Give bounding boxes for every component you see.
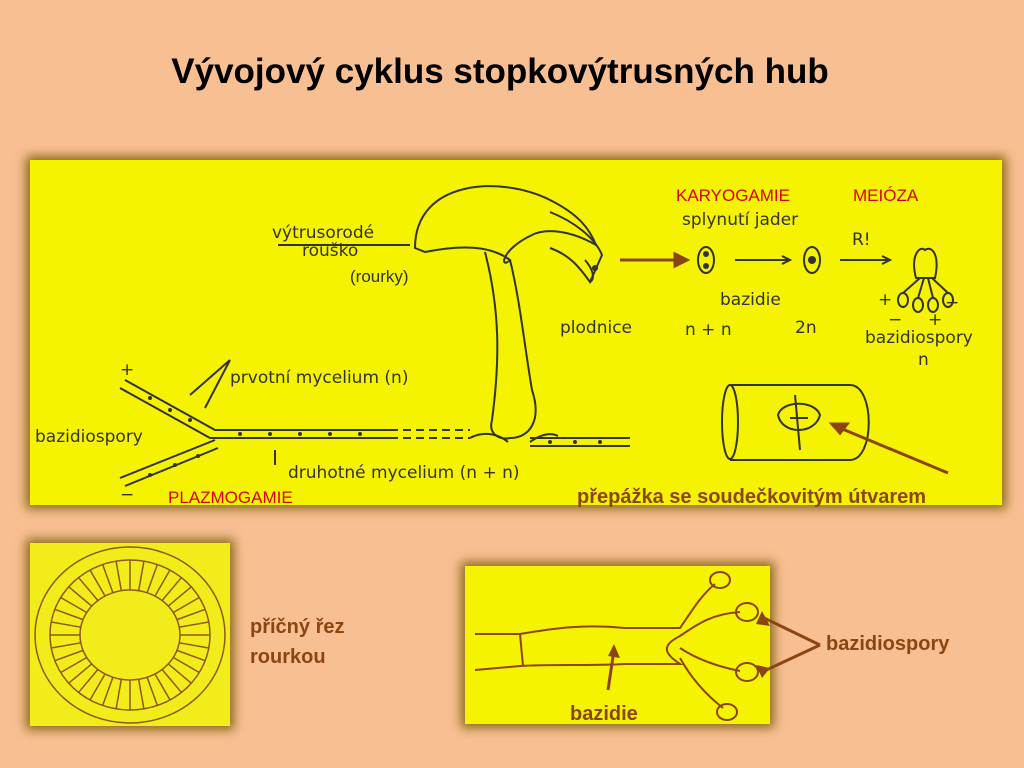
label-druhotne: druhotné mycelium (n + n) xyxy=(288,463,520,483)
life-cycle-diagram: výtrusorodé rouško splynutí jader R! baz… xyxy=(30,160,1002,507)
tube-wall-line xyxy=(176,608,206,621)
label-plodnice: plodnice xyxy=(560,318,632,338)
cross-section-drawing xyxy=(34,546,226,724)
primary-mycelium-upper xyxy=(124,379,390,431)
label-r: R! xyxy=(852,230,871,250)
label-bazidiospory-bottom: bazidiospory xyxy=(826,633,950,655)
tube-wall-line xyxy=(68,586,93,607)
tube-wall-line xyxy=(101,677,114,706)
label-rourky: (rourky) xyxy=(350,267,409,286)
tube-wall-line xyxy=(146,677,159,706)
mushroom-stipe xyxy=(484,251,537,440)
minus-sign-spore: − xyxy=(888,310,902,330)
label-bazidie: bazidie xyxy=(720,290,781,310)
label-bazidiospory-left: bazidiospory xyxy=(35,427,143,447)
stage-meioza: MEIÓZA xyxy=(853,186,919,205)
tube-wall-line xyxy=(54,608,84,621)
tube-wall-line xyxy=(161,577,182,602)
mushroom-cap xyxy=(413,185,599,264)
meiotic-basidium xyxy=(913,247,938,279)
karyogamy-cell-2 xyxy=(803,246,821,274)
life-cycle-drawing: výtrusorodé rouško splynutí jader R! baz… xyxy=(35,185,973,505)
tube-wall-line xyxy=(68,663,93,684)
tube-wall-line xyxy=(179,621,209,628)
plus-sign-spore-2: + xyxy=(928,310,942,330)
tube-wall-line xyxy=(60,596,88,614)
label-prvotni: prvotní mycelium (n) xyxy=(230,368,408,388)
tube-wall-line xyxy=(154,569,171,597)
tube-wall-line xyxy=(161,668,182,693)
tube-wall-line xyxy=(137,561,145,591)
tube-wall-line xyxy=(179,642,209,649)
tube-wall-line xyxy=(167,663,192,684)
primary-mycelium-lower xyxy=(119,439,216,479)
tube-wall-line xyxy=(60,656,88,674)
label-vytrusorode: výtrusorodé xyxy=(272,223,374,243)
basidium-image xyxy=(465,566,770,724)
tube-wall-line xyxy=(115,679,123,709)
tube-wall-line xyxy=(101,564,114,593)
tube-wall-line xyxy=(89,673,106,701)
cross-section-caption-line2: rourkou xyxy=(250,646,326,668)
stage-plazmogamie: PLAZMOGAMIE xyxy=(168,488,293,507)
cross-section-caption-line1: příčný řez xyxy=(250,616,345,638)
label-bazidiospory: bazidiospory xyxy=(865,328,973,348)
tube-wall-line xyxy=(176,649,206,662)
tube-wall-line xyxy=(89,569,106,597)
tube-wall-line xyxy=(54,649,84,662)
label-bazidie-bottom: bazidie xyxy=(570,703,638,725)
page-title: Vývojový cyklus stopkovýtrusných hub xyxy=(171,52,829,91)
septum-arrow xyxy=(839,426,949,475)
tube-wall-line xyxy=(172,656,200,674)
tube-wall-line xyxy=(51,642,81,649)
label-n: n xyxy=(918,350,929,370)
karyogamy-cell-1 xyxy=(697,246,715,274)
tube-cross-section-image xyxy=(30,543,230,726)
plus-sign-spore: + xyxy=(878,290,892,310)
label-2n: 2n xyxy=(795,318,817,338)
tube-wall-line xyxy=(78,668,99,693)
basidiospore-1 xyxy=(709,571,731,589)
basidium-body xyxy=(474,583,741,709)
minus-sign-spore-2: − xyxy=(945,293,959,313)
tube-wall-line xyxy=(78,577,99,602)
tube-wall-line xyxy=(167,586,192,607)
plus-sign-upper: + xyxy=(120,360,134,380)
tube-wall-line xyxy=(154,673,171,701)
label-rousko: rouško xyxy=(302,241,358,261)
tube-wall-line xyxy=(137,679,145,709)
basidiospore-3 xyxy=(735,662,759,682)
label-splynuti: splynutí jader xyxy=(682,210,798,230)
label-nn: n + n xyxy=(685,320,732,340)
tube-wall-line xyxy=(172,596,200,614)
secondary-mycelium xyxy=(530,437,630,447)
stage-karyogamie: KARYOGAMIE xyxy=(676,186,790,205)
septum-caption: přepážka se soudečkovitým útvarem xyxy=(577,486,927,508)
tube-wall-line xyxy=(146,564,159,593)
tube-wall-line xyxy=(115,561,123,591)
cross-section-caption: příčný řez rourkou xyxy=(250,612,344,672)
arrow-to-spore-upper xyxy=(761,615,821,647)
arrow-to-spore-lower xyxy=(761,643,821,674)
septum-tube xyxy=(730,384,870,461)
tube-layer xyxy=(549,211,604,285)
tube-wall-line xyxy=(51,621,81,628)
basidiospore-4 xyxy=(716,703,738,721)
minus-sign-lower: − xyxy=(120,485,134,505)
basidium-drawing xyxy=(474,571,759,721)
